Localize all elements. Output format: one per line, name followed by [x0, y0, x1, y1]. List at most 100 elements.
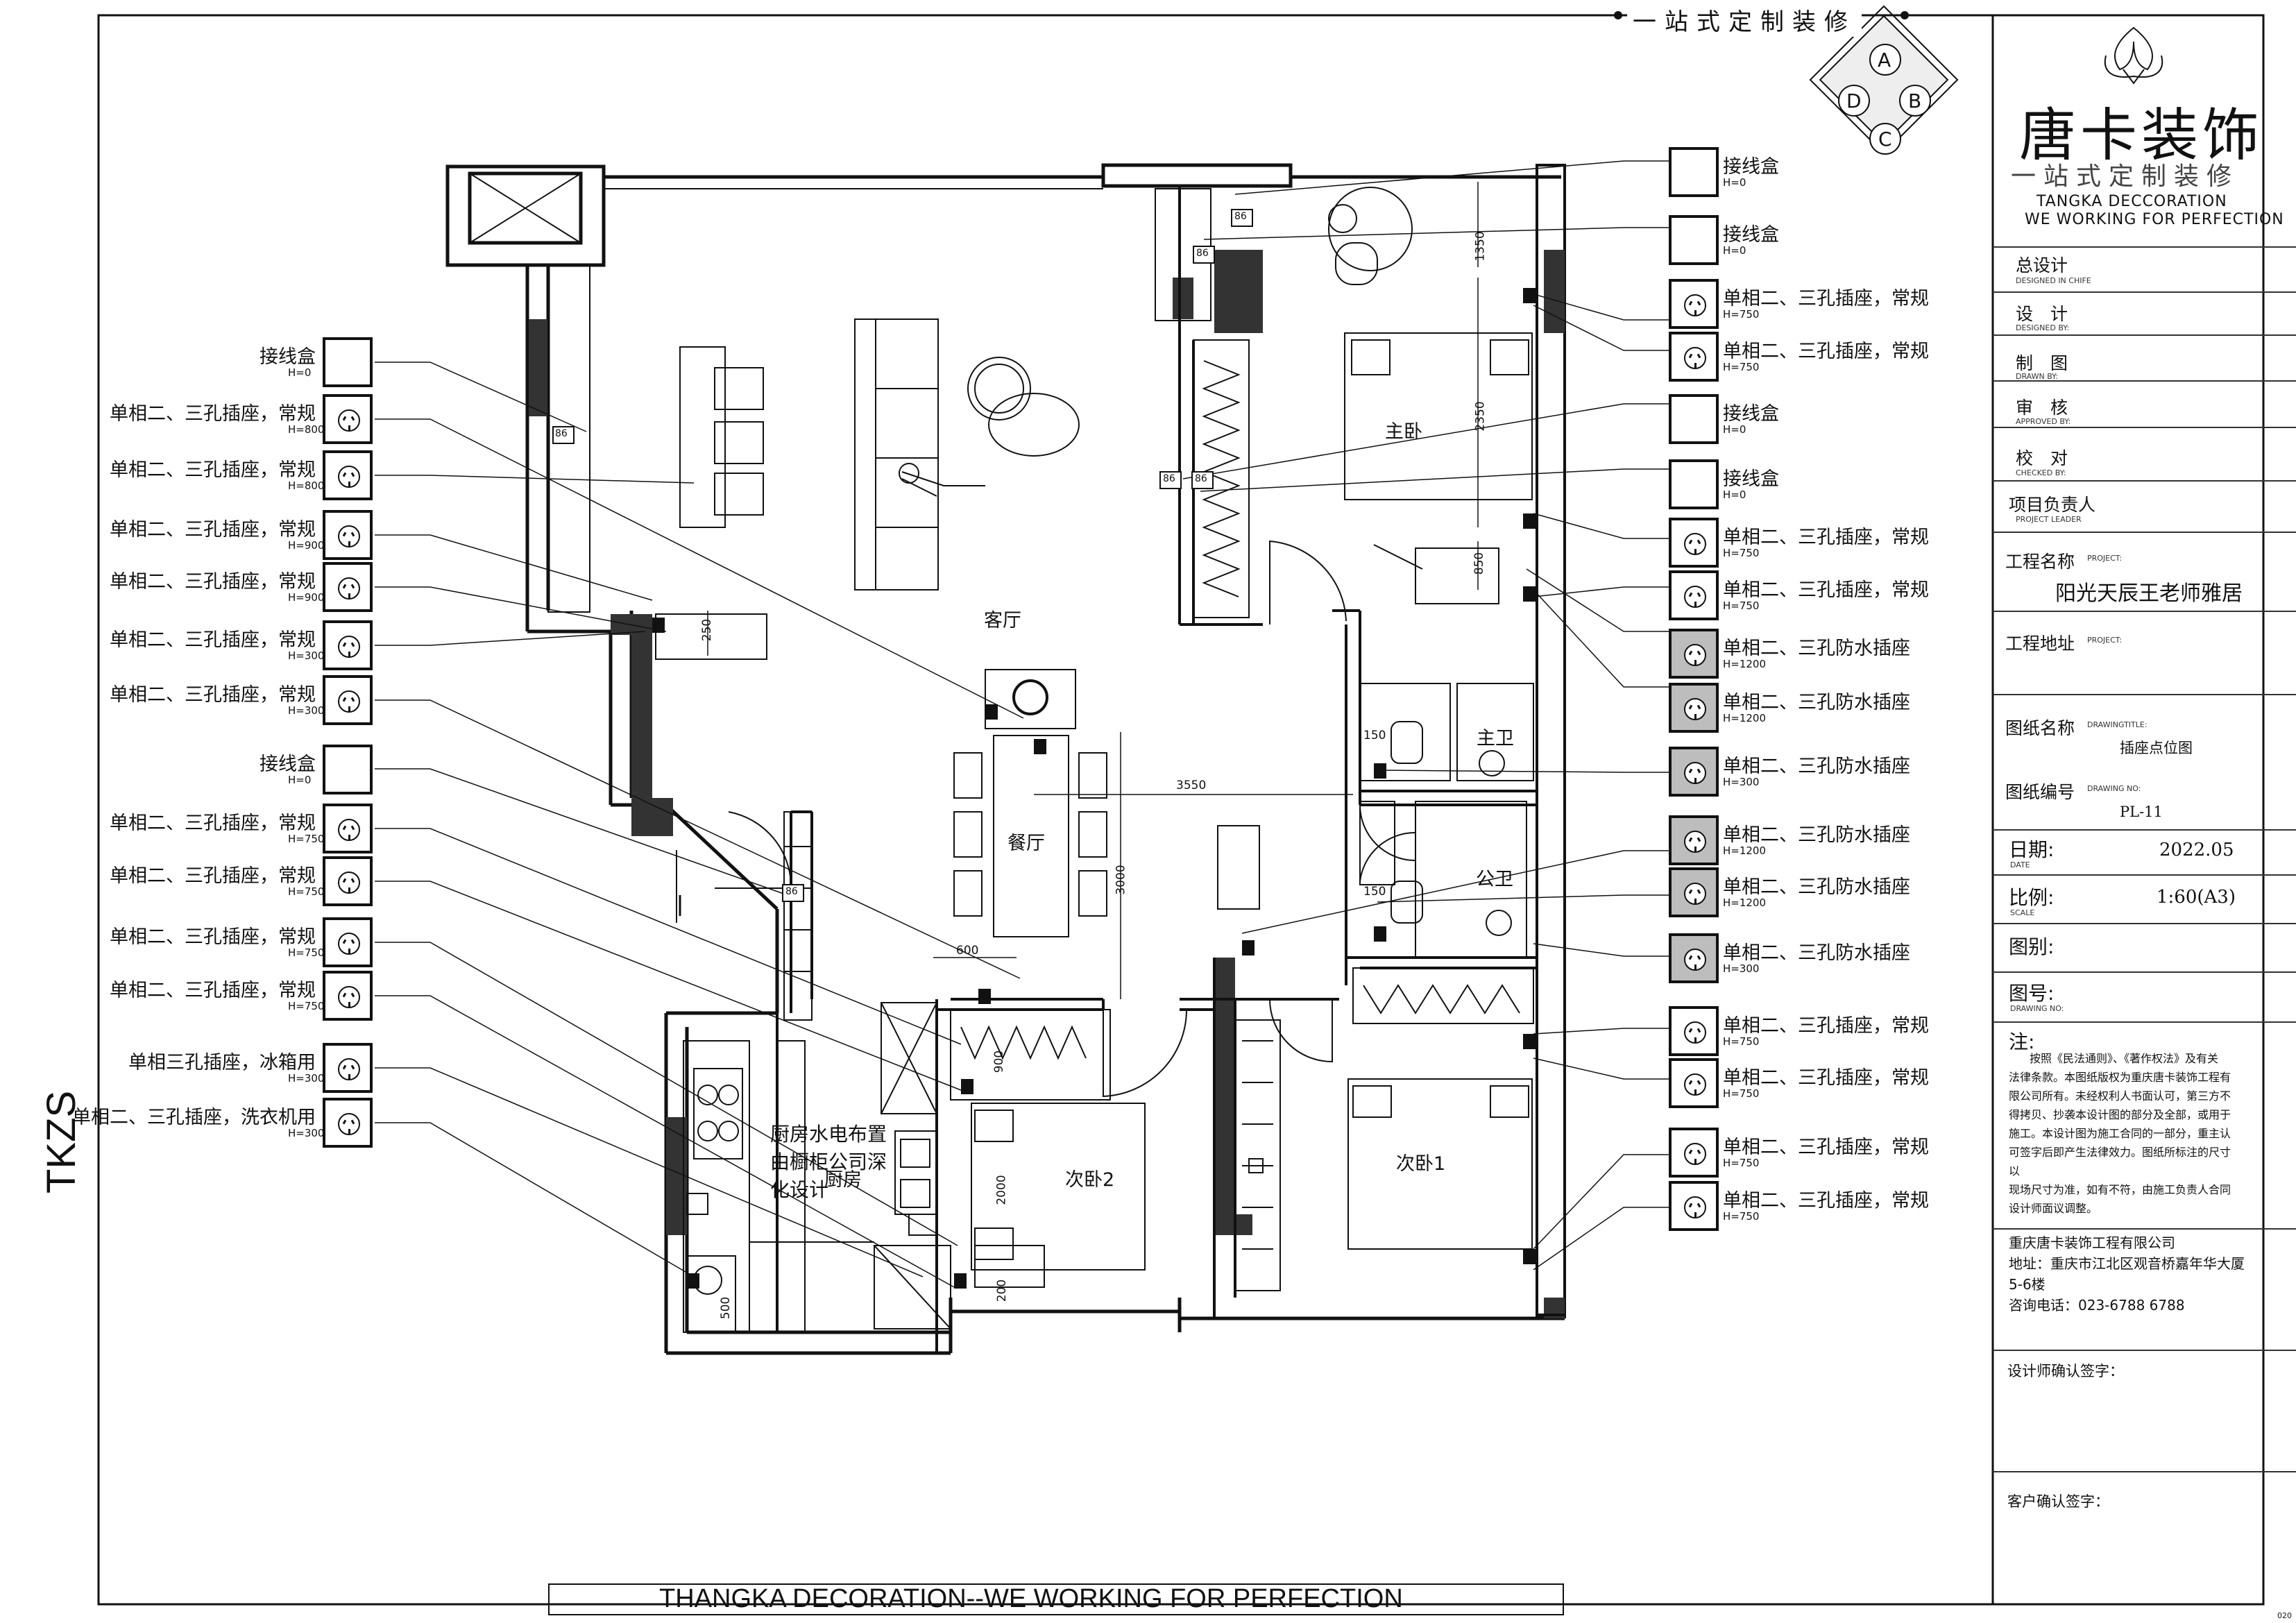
- note-line: 按照《民法通则》、《著作权法》及有关: [2030, 1052, 2219, 1065]
- legend-height: H=300: [288, 704, 325, 717]
- legend-label: 单相二、三孔插座，常规: [110, 629, 316, 651]
- legend-height: H=750: [288, 946, 325, 959]
- note-line: 可签字后即产生法律效力。图纸所标注的尺寸以: [2009, 1146, 2231, 1178]
- kitchen-note-line: 由橱柜公司深: [770, 1150, 887, 1173]
- legend-height: H=750: [288, 1000, 325, 1012]
- socket-icon: [1669, 332, 1719, 382]
- legend-label: 接线盒: [260, 754, 316, 775]
- legend-label: 单相二、三孔插座，常规: [1723, 579, 1929, 601]
- legend-height: H=800: [288, 423, 325, 436]
- scale-label: 比例:: [2009, 886, 2055, 909]
- socket-icon: [1669, 570, 1719, 620]
- room-master-bedroom: 主卧: [1385, 421, 1422, 443]
- legend-label: 单相二、三孔插座，常规: [1723, 1067, 1929, 1089]
- company-floor: 5-6楼: [2009, 1276, 2046, 1293]
- junction-box-tag: 86: [1195, 473, 1207, 484]
- legend-height: H=0: [288, 366, 312, 379]
- dim-1350: 1350: [1473, 231, 1488, 262]
- legend-height: H=900: [288, 539, 325, 552]
- project-address-label: 工程地址: [2005, 634, 2075, 654]
- drawing-no-label: 图纸编号: [2005, 782, 2075, 802]
- dim-600: 600: [956, 944, 979, 958]
- socket-icon: [323, 510, 373, 560]
- legend-height: H=1200: [1723, 658, 1767, 670]
- room-public-bath: 公卫: [1476, 869, 1513, 890]
- legend-height: H=0: [1723, 176, 1746, 189]
- socket-icon: [1669, 279, 1719, 329]
- role-chief-designer-en: DESIGNED IN CHIFE: [2016, 276, 2091, 285]
- room-kitchen: 厨房: [824, 1169, 862, 1191]
- waterproof-socket-icon: [1669, 683, 1719, 733]
- brand-name: 唐卡装饰: [2019, 103, 2264, 169]
- legend-height: H=750: [1723, 600, 1760, 612]
- project-name-value: 阳光天辰王老师雅居: [2055, 581, 2243, 606]
- legend-height: H=750: [1723, 361, 1760, 373]
- legend-height: H=0: [1723, 244, 1746, 257]
- plan-socket-markers: [652, 288, 1536, 1289]
- dim-500: 500: [719, 1296, 733, 1320]
- legend-height: H=750: [1723, 1035, 1760, 1048]
- diamond-letter-b: B: [1908, 90, 1922, 112]
- company-name: 重庆唐卡装饰工程有限公司: [2009, 1234, 2175, 1251]
- brand-slogan: 一站式定制装修: [2011, 162, 2240, 191]
- junction-box-tag: 86: [1234, 211, 1247, 222]
- legend-label: 接线盒: [1723, 403, 1779, 425]
- legend-label: 单相二、三孔防水插座: [1723, 638, 1910, 659]
- waterproof-socket-icon: [1669, 867, 1719, 917]
- junction-box-tag: 86: [1163, 473, 1175, 484]
- legend-height: H=900: [288, 591, 325, 604]
- note-line: 现场尺寸为准，如有不符，由施工负责人合同: [2009, 1183, 2231, 1196]
- legend-height: H=1200: [1723, 844, 1767, 857]
- dim-200: 200: [995, 1279, 1010, 1302]
- socket-icon: [1669, 1006, 1719, 1056]
- kitchen-note: 厨房水电布置 由橱柜公司深 化设计: [770, 1121, 887, 1204]
- legend-height: H=0: [288, 774, 312, 786]
- waterproof-socket-icon: [1669, 747, 1719, 797]
- cabinets: [547, 264, 813, 1021]
- legend-label: 单相二、三孔插座，常规: [110, 403, 316, 425]
- leader-lines-left: [375, 362, 1024, 1288]
- abcd-diamond-logo: [1809, 5, 1959, 155]
- legend-label: 单相二、三孔插座，常规: [1723, 341, 1929, 362]
- junction-box-icon: [1669, 215, 1719, 265]
- junction-box-icon: [1669, 459, 1719, 509]
- legend-label: 单相二、三孔防水插座: [1723, 692, 1910, 713]
- socket-icon: [323, 675, 373, 725]
- role-checker-en: CHECKED BY:: [2016, 468, 2066, 477]
- sheet-number-label: 图号:: [2009, 982, 2055, 1005]
- legend-height: H=0: [1723, 423, 1746, 436]
- bottom-banner: THANGKA DECORATION--WE WORKING FOR PERFE…: [659, 1584, 1403, 1613]
- socket-icon: [323, 1098, 373, 1148]
- legend-height: H=300: [1723, 776, 1760, 788]
- socket-icon: [323, 917, 373, 967]
- scale-en: SCALE: [2010, 908, 2035, 917]
- role-designer: 设 计: [2016, 304, 2068, 324]
- socket-icon: [323, 620, 373, 670]
- legend-label: 单相二、三孔插座，常规: [110, 459, 316, 481]
- diamond-letter-c: C: [1878, 128, 1892, 151]
- sheet-category-label: 图别:: [2009, 935, 2055, 958]
- living-furniture: [679, 318, 1260, 937]
- dim-3550: 3550: [1176, 779, 1207, 792]
- legend-height: H=750: [288, 833, 325, 845]
- drawing-title-en: DRAWINGTITLE:: [2087, 720, 2148, 729]
- legend-label: 单相二、三孔插座，常规: [110, 865, 316, 887]
- legend-label: 单相二、三孔插座，常规: [110, 571, 316, 593]
- role-reviewer-en: APPROVED BY:: [2016, 417, 2071, 426]
- bed2-kitchen-furniture: [683, 1002, 1146, 1333]
